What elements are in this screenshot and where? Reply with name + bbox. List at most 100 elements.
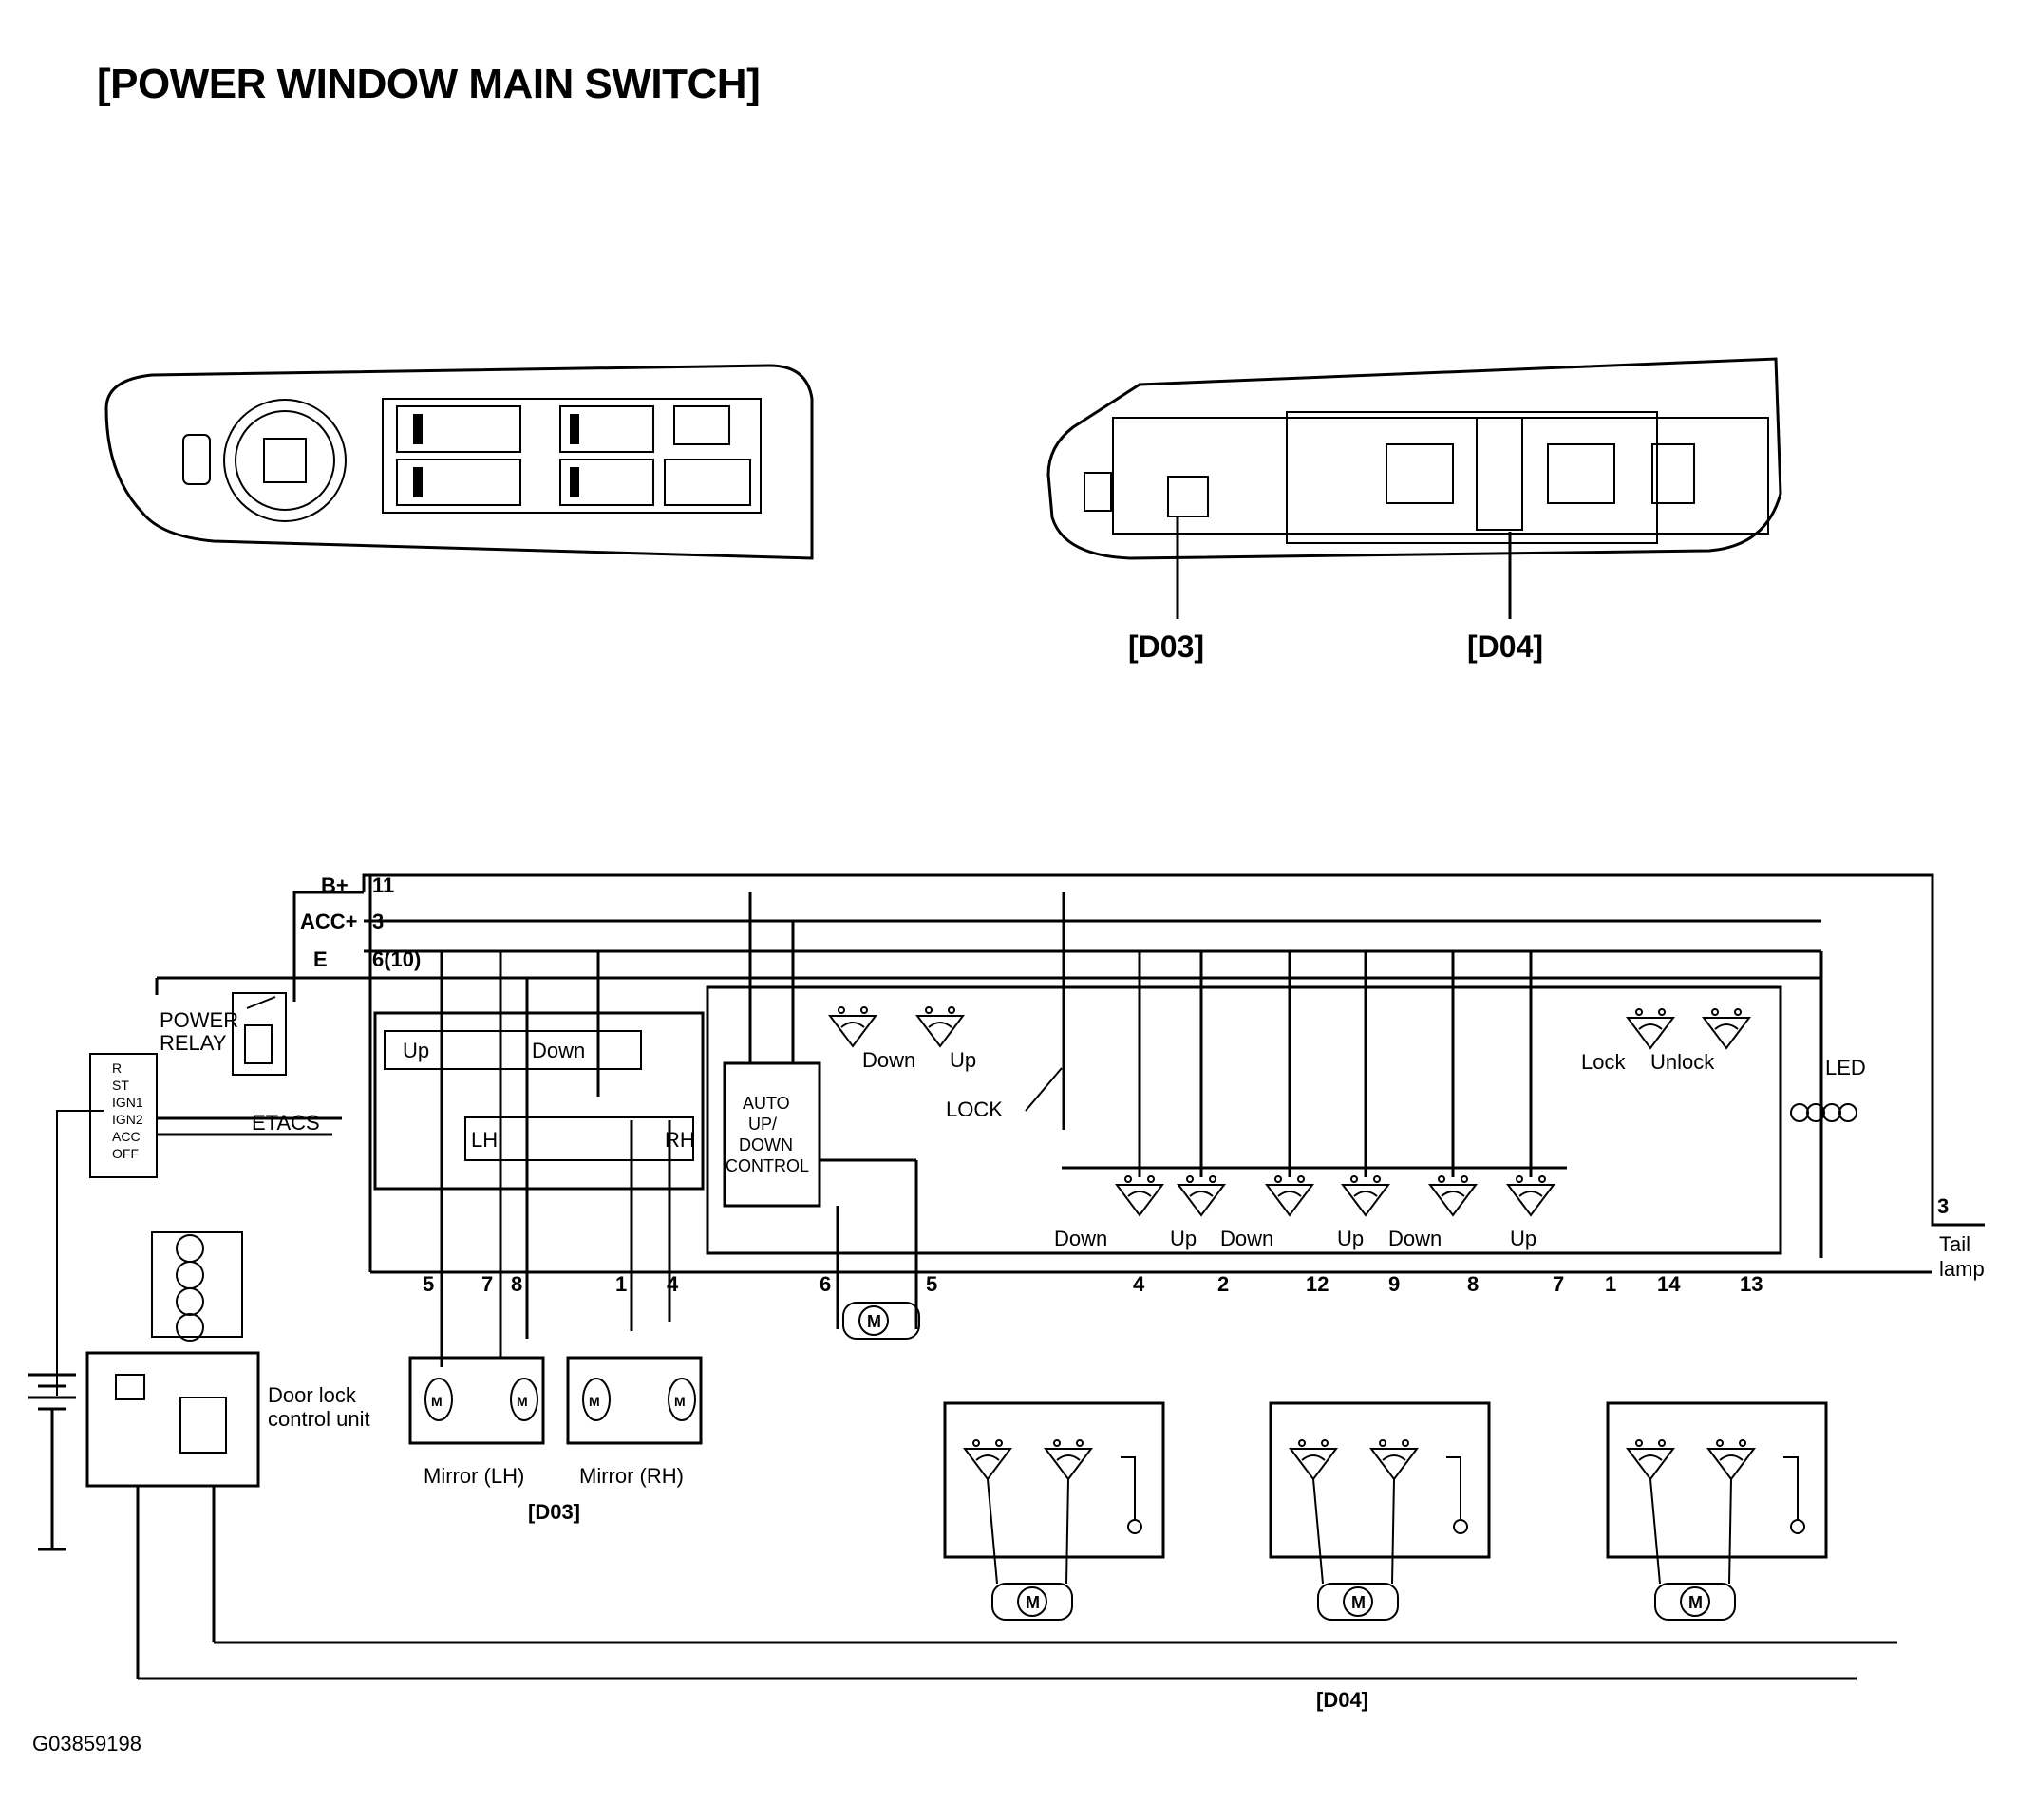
mirror-rh-label: Mirror (RH) bbox=[579, 1464, 684, 1488]
ignition-position-label: ACC bbox=[112, 1129, 141, 1144]
battery bbox=[28, 1373, 76, 1551]
window-pin-label: 8 bbox=[1467, 1272, 1479, 1296]
door-down-switch-icon bbox=[1290, 1439, 1337, 1480]
ignition-position-label: OFF bbox=[112, 1146, 139, 1161]
mirror-lh: M M bbox=[408, 1356, 545, 1445]
door-motor-lead bbox=[1728, 1478, 1732, 1585]
etacs-label: ETACS bbox=[252, 1111, 320, 1135]
lock-switch-icon bbox=[1627, 1008, 1674, 1049]
led bbox=[1790, 1103, 1857, 1122]
power-relay-label-1: POWER bbox=[160, 1008, 238, 1032]
door-window-unit bbox=[943, 1401, 1165, 1621]
lock-text: Lock bbox=[1581, 1050, 1626, 1074]
switch-panel-rear bbox=[1046, 357, 1782, 560]
mirror-pin-label: 7 bbox=[481, 1272, 493, 1296]
door-unit-terminal bbox=[1453, 1519, 1468, 1534]
door-unit-trace bbox=[1783, 1456, 1799, 1519]
window-switch-label: Up bbox=[1510, 1227, 1536, 1250]
unlock-text: Unlock bbox=[1650, 1050, 1715, 1074]
auto-pin-label: 6 bbox=[820, 1272, 831, 1296]
window-pin-label: 1 bbox=[1605, 1272, 1616, 1296]
power-relay bbox=[232, 992, 287, 1076]
window-switch-label: Up bbox=[1170, 1227, 1197, 1250]
connector-d04-schematic-label: [D04] bbox=[1316, 1688, 1368, 1712]
mirror-pin-label: 4 bbox=[667, 1272, 679, 1296]
door-unit-frame bbox=[1606, 1401, 1828, 1559]
tail-label-1: Tail bbox=[1939, 1232, 1970, 1256]
door-motor-icon bbox=[1343, 1586, 1373, 1617]
door-motor-housing bbox=[1654, 1583, 1736, 1621]
auto-label-2: UP/ bbox=[748, 1115, 777, 1134]
door-window-unit bbox=[1269, 1401, 1491, 1621]
e-pin: 6(10) bbox=[372, 948, 421, 971]
window-switches bbox=[1062, 951, 1567, 1216]
auto-up-switch bbox=[916, 1006, 964, 1047]
door-motor-housing bbox=[1317, 1583, 1399, 1621]
ignition-position-label: IGN1 bbox=[112, 1095, 143, 1110]
door-up-switch-icon bbox=[1370, 1439, 1418, 1480]
door-window-units bbox=[943, 1401, 1828, 1621]
mirror-lh-label: Mirror (LH) bbox=[424, 1464, 524, 1488]
mirror-rh-label: RH bbox=[665, 1128, 695, 1152]
window-pin-label: 4 bbox=[1133, 1272, 1145, 1296]
door-window-unit bbox=[1606, 1401, 1828, 1621]
connector-d03-schematic-label: [D03] bbox=[528, 1500, 580, 1524]
window-switch bbox=[1429, 1175, 1477, 1216]
window-switch bbox=[1116, 1175, 1163, 1216]
window-switch bbox=[1507, 1175, 1555, 1216]
window-pin-label: 14 bbox=[1657, 1272, 1681, 1296]
figure-code: G03859198 bbox=[32, 1732, 141, 1755]
svg-text:M: M bbox=[589, 1394, 600, 1409]
lock-switch bbox=[1025, 1067, 1063, 1112]
ignition-position-label: R bbox=[112, 1060, 122, 1076]
door-down-switch-icon bbox=[1627, 1439, 1674, 1480]
ignition-switch bbox=[56, 1053, 342, 1396]
auto-down-switch bbox=[829, 1006, 877, 1047]
tail-pin: 3 bbox=[1937, 1194, 1949, 1218]
svg-text:M: M bbox=[517, 1394, 528, 1409]
mirror-down-label: Down bbox=[532, 1039, 585, 1062]
door-unit-trace bbox=[1121, 1456, 1136, 1519]
mirror-pin-label: 1 bbox=[615, 1272, 627, 1296]
door-motor-icon bbox=[1680, 1586, 1710, 1617]
window-pin-label: 12 bbox=[1306, 1272, 1329, 1296]
door-motor-lead bbox=[1391, 1478, 1395, 1585]
window-switch bbox=[1342, 1175, 1389, 1216]
door-motor-lead bbox=[1312, 1478, 1324, 1585]
auto-down-label: Down bbox=[862, 1048, 915, 1072]
window-pin-label: 9 bbox=[1388, 1272, 1400, 1296]
page-title: [POWER WINDOW MAIN SWITCH] bbox=[97, 61, 761, 107]
connector-d03-label: [D03] bbox=[1128, 629, 1204, 664]
window-switch bbox=[1178, 1175, 1225, 1216]
connector-d04-label: [D04] bbox=[1467, 629, 1543, 664]
door-motor-lead bbox=[1065, 1478, 1069, 1585]
unlock-switch-icon bbox=[1703, 1008, 1750, 1049]
window-pin-label: 7 bbox=[1553, 1272, 1564, 1296]
auto-label-3: DOWN bbox=[739, 1135, 793, 1154]
mirror-lh-label: LH bbox=[471, 1128, 498, 1152]
window-pin-label: 2 bbox=[1217, 1272, 1229, 1296]
door-lock-label-2: control unit bbox=[268, 1407, 370, 1431]
acc-plus-pin: 3 bbox=[372, 910, 384, 933]
svg-text:M: M bbox=[674, 1394, 686, 1409]
b-plus-pin: 11 bbox=[372, 873, 394, 897]
window-switch-label: Up bbox=[1337, 1227, 1364, 1250]
door-up-switch-icon bbox=[1707, 1439, 1755, 1480]
e-label: E bbox=[313, 948, 328, 971]
door-lock-unit bbox=[85, 1231, 1857, 1680]
mirror-pin-label: 5 bbox=[423, 1272, 434, 1296]
auto-pin-label: 5 bbox=[926, 1272, 937, 1296]
door-unit-terminal bbox=[1127, 1519, 1142, 1534]
door-unit-trace bbox=[1446, 1456, 1461, 1519]
led-label: LED bbox=[1825, 1056, 1866, 1079]
ignition-position-label: ST bbox=[112, 1078, 129, 1093]
lock-label: LOCK bbox=[946, 1098, 1003, 1121]
tail-label-2: lamp bbox=[1939, 1257, 1985, 1281]
door-unit-terminal bbox=[1790, 1519, 1805, 1534]
